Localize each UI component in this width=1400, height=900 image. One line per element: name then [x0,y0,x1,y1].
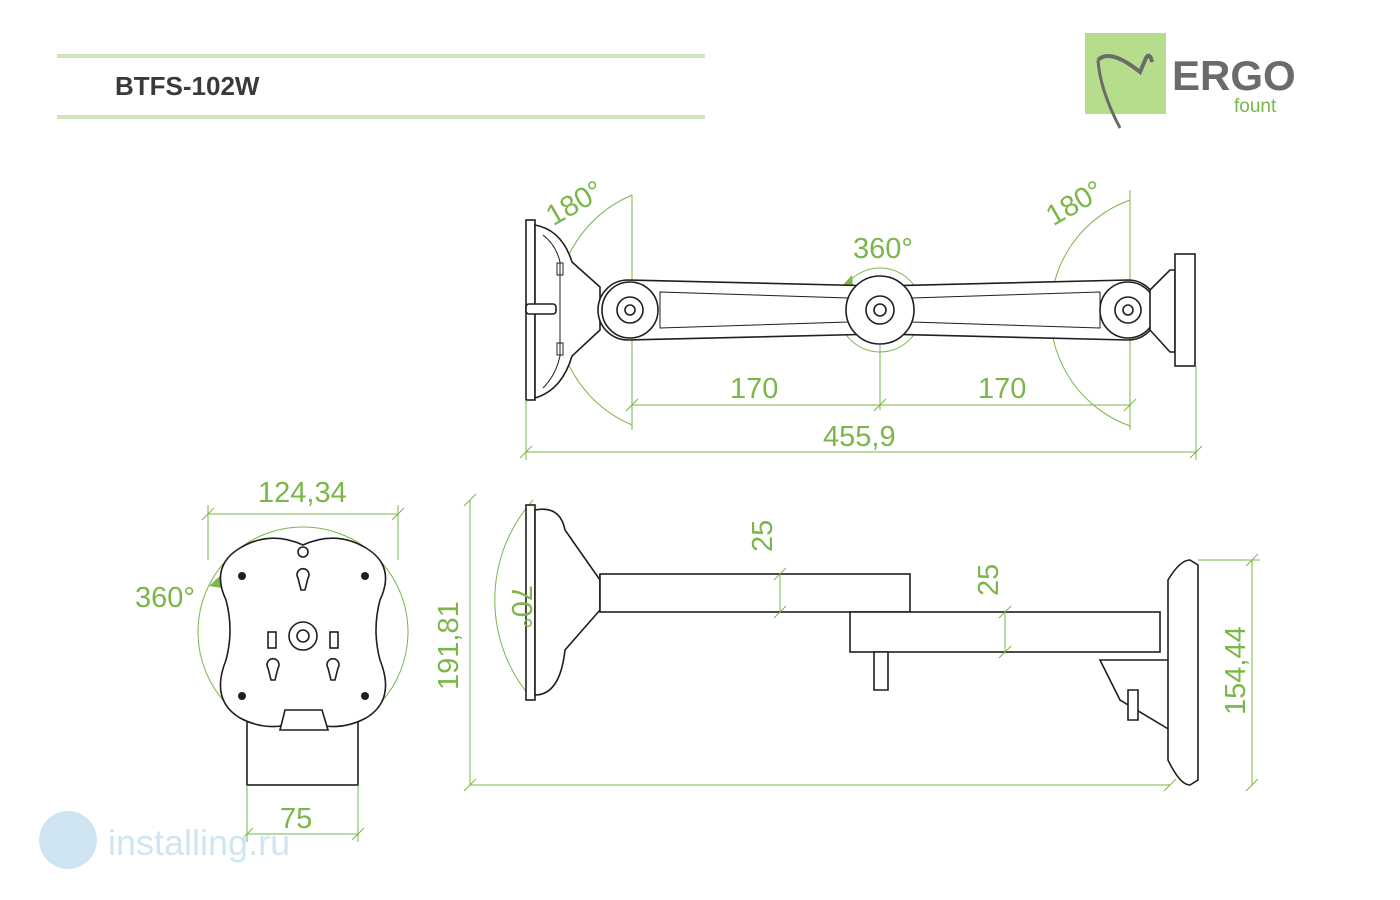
vesa-plate-front [219,537,387,728]
left-joint [601,281,659,339]
base-width-label: 75 [280,803,312,835]
tilt-arc [494,499,534,701]
top-view: 180° 180° 360° 170 170 455,9 [519,175,1203,460]
top-right-angle-label: 180° [1041,175,1109,233]
upper-arm-side [599,573,911,613]
segment-2-length-label: 170 [978,373,1026,405]
total-length-label: 455,9 [823,421,896,453]
plate-width-label: 124,34 [258,477,347,509]
logo-word-fount: fount [1234,96,1277,117]
tilt-knob-icon [525,303,557,315]
tilt-knob-front [278,709,330,731]
logo-square [1085,33,1166,114]
logo-arm-icon [1096,53,1154,76]
watermark: installing.ru [39,811,290,869]
center-pivot [288,621,318,651]
model-name: BTFS-102W [115,71,260,101]
lower-arm-thickness-label: 25 [973,564,1005,596]
screw-icon [361,572,369,580]
wall-plate-height-label: 154,44 [1220,626,1252,715]
upper-arm-thickness-label: 25 [747,520,779,552]
screw-icon [238,572,246,580]
total-height-label: 191,81 [433,601,465,690]
watermark-text: installing.ru [108,822,290,863]
logo-word-ergo: ERGO [1172,52,1296,99]
right-joint [1099,281,1157,339]
plate-rotation-label: 360° [135,582,195,614]
top-left-angle-label: 180° [541,175,609,233]
keyhole-icon [296,567,310,591]
screw-icon [238,692,246,700]
vesa-bracket-top [534,224,601,400]
joint-knob-side [873,651,889,691]
tilt-head-side [534,508,601,696]
tilt-angle-label: 70° [505,585,537,629]
screw-icon [361,692,369,700]
ergofount-logo: ERGO fount [1085,33,1296,129]
plate-rotation-arrow-icon [209,574,222,588]
wall-plate-side [1167,559,1199,786]
wall-knob-side [1127,689,1139,721]
keyhole-icon [326,657,340,681]
wall-bracket-top [1149,269,1176,353]
center-rotation-label: 360° [853,233,913,265]
watermark-globe-icon [39,811,97,869]
segment-1-length-label: 170 [730,373,778,405]
side-view: 191,81 70° 25 25 154,44 [433,493,1260,792]
wall-plate-top [1174,253,1196,367]
logo-stand-icon [1096,59,1122,129]
front-view: 124,34 360° 75 [135,477,409,842]
keyhole-icon [266,657,280,681]
center-joint [845,275,915,345]
